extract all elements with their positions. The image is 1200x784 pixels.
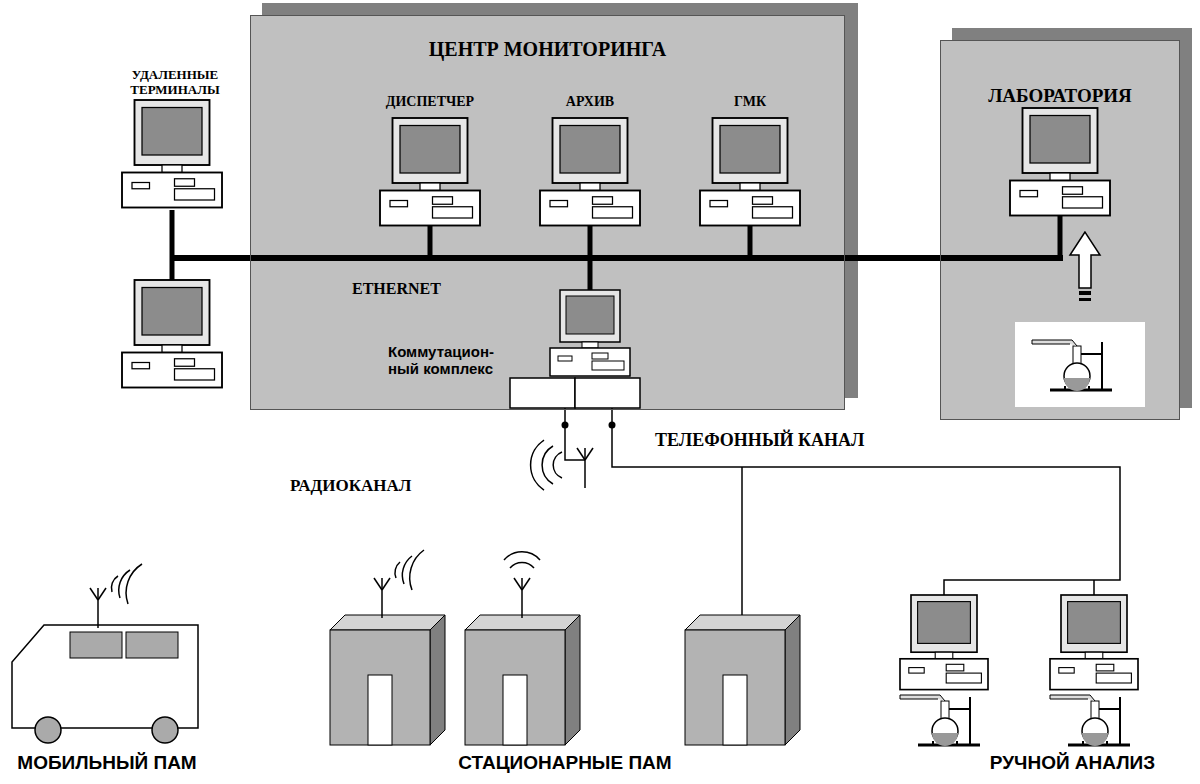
text-label: УДАЛЕННЫЕ ТЕРМИНАЛЫ [100, 68, 250, 98]
text-label: РУЧНОЙ АНАЛИЗ [950, 752, 1195, 774]
text-label: ГМК [690, 94, 810, 110]
text-label: Коммутацион- ный комплекс [388, 343, 506, 378]
text-label: ETHERNET [352, 280, 492, 298]
text-label: МОБИЛЬНЫЙ ПАМ [2, 752, 212, 774]
text-label: ТЕЛЕФОННЫЙ КАНАЛ [655, 430, 915, 451]
region-title: ЦЕНТР МОНИТОРИНГА [251, 38, 844, 61]
region-box: ЦЕНТР МОНИТОРИНГА [250, 15, 845, 410]
text-label: ДИСПЕТЧЕР [370, 94, 490, 110]
text-label: СТАЦИОНАРНЫЕ ПАМ [405, 752, 725, 774]
text-label: РАДИОКАНАЛ [290, 476, 440, 496]
region-title: ЛАБОРАТОРИЯ [941, 85, 1179, 107]
ethernet-link [845, 258, 940, 259]
text-label: АРХИВ [530, 94, 650, 110]
region-box: ЛАБОРАТОРИЯ [940, 40, 1180, 420]
